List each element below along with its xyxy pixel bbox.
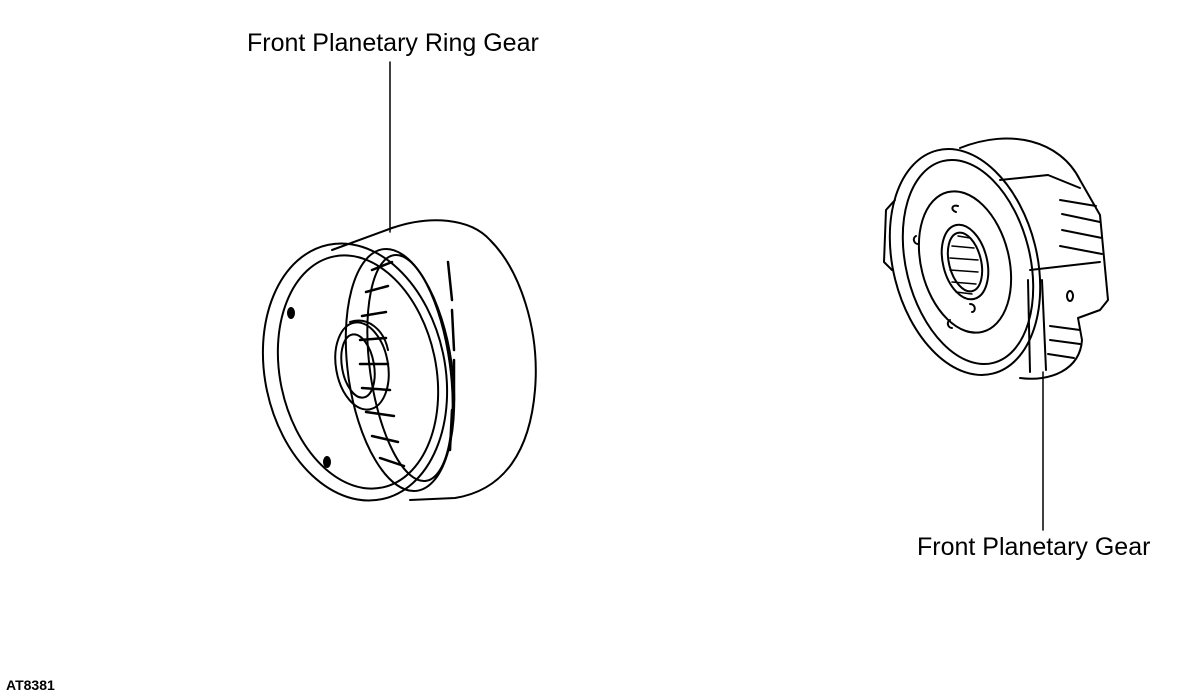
planetary-gear-label: Front Planetary Gear	[917, 533, 1151, 561]
ring-gear-drawing	[261, 219, 537, 502]
planetary-gear-drawing	[883, 137, 1109, 380]
figure-code: AT8381	[6, 677, 55, 693]
ring-gear-label: Front Planetary Ring Gear	[247, 29, 539, 57]
